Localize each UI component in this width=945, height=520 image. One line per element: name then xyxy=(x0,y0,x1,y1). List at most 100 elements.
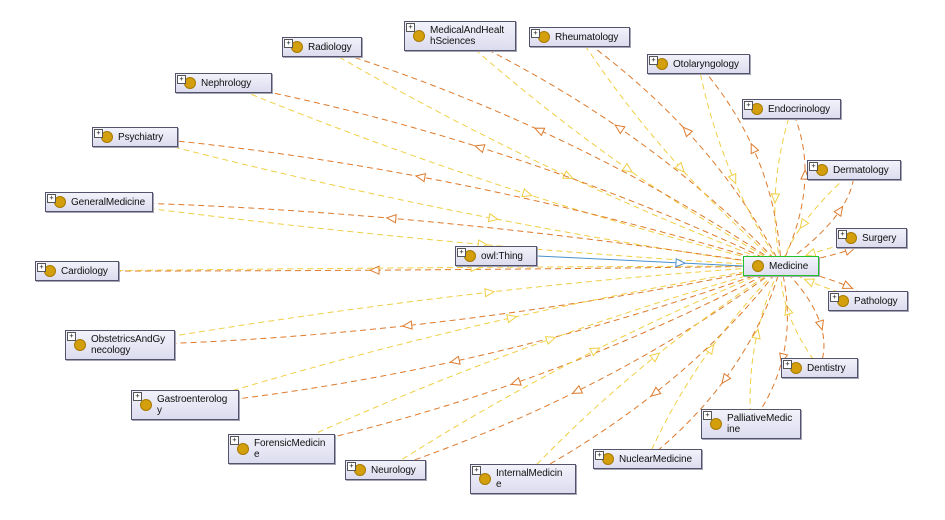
node-label: InternalMedicin e xyxy=(496,468,563,490)
node-label: MedicalAndHealt hSciences xyxy=(430,25,505,47)
edge-outgoing-surgery-arrow-icon xyxy=(804,247,817,257)
graph-node-psychiatry[interactable]: + Psychiatry xyxy=(92,127,178,147)
graph-node-surgery[interactable]: + Surgery xyxy=(836,228,907,248)
graph-node-dentistry[interactable]: + Dentistry xyxy=(781,358,858,378)
edge-incoming-internal-medicine-arrow-icon xyxy=(650,386,662,397)
graph-node-neurology[interactable]: + Neurology xyxy=(345,460,426,480)
edge-incoming-obstetrics-and-gynecology-arrow-icon xyxy=(401,320,413,330)
expand-icon[interactable]: + xyxy=(457,248,466,257)
edge-incoming-dentistry-arrow-icon xyxy=(814,319,824,332)
edge-incoming-cardiology xyxy=(76,265,782,272)
edge-incoming-otolaryngology-arrow-icon xyxy=(750,142,760,155)
edge-incoming-nuclear-medicine xyxy=(647,265,782,460)
edge-incoming-forensic-medicine xyxy=(281,265,782,450)
expand-icon[interactable]: + xyxy=(94,129,103,138)
edge-outgoing-medical-and-health-sciences-arrow-icon xyxy=(621,162,634,173)
expand-icon[interactable]: + xyxy=(783,360,792,369)
graph-node-palliative-medicine[interactable]: + PalliativeMedic ine xyxy=(701,409,801,439)
expand-icon[interactable]: + xyxy=(830,293,839,302)
edge-incoming-otolaryngology xyxy=(698,63,782,267)
expand-icon[interactable]: + xyxy=(133,392,142,401)
expand-icon[interactable]: + xyxy=(649,56,658,65)
expand-icon[interactable]: + xyxy=(230,436,239,445)
class-dot-icon xyxy=(752,260,764,272)
edge-outgoing-palliative-medicine-arrow-icon xyxy=(751,328,761,340)
graph-node-forensic-medicine[interactable]: + ForensicMedicin e xyxy=(228,434,335,464)
expand-icon[interactable]: + xyxy=(809,162,818,171)
edge-incoming-pathology-arrow-icon xyxy=(841,280,854,289)
subclass-arrow-icon xyxy=(675,257,687,268)
graph-node-internal-medicine[interactable]: + InternalMedicin e xyxy=(470,464,576,494)
expand-icon[interactable]: + xyxy=(838,230,847,239)
graph-node-endocrinology[interactable]: + Endocrinology xyxy=(742,99,841,119)
graph-node-cardiology[interactable]: + Cardiology xyxy=(35,261,119,281)
expand-icon[interactable]: + xyxy=(284,39,293,48)
edge-outgoing-pathology-arrow-icon xyxy=(803,278,816,288)
edge-outgoing-endocrinology xyxy=(774,108,792,267)
edge-subclass-owl-thing-medicine xyxy=(536,255,744,267)
expand-icon[interactable]: + xyxy=(472,466,481,475)
edge-outgoing-radiology xyxy=(321,46,782,267)
graph-node-owl-thing[interactable]: + owl:Thing xyxy=(455,246,537,266)
edge-incoming-gastroenterology-arrow-icon xyxy=(449,355,461,365)
node-label: Dentistry xyxy=(807,362,846,374)
node-label: ObstetricsAndGy necology xyxy=(91,334,166,356)
expand-icon[interactable]: + xyxy=(37,263,46,272)
expand-icon[interactable]: + xyxy=(347,462,356,471)
edge-outgoing-medical-and-health-sciences xyxy=(459,35,782,267)
graph-node-nuclear-medicine[interactable]: + NuclearMedicine xyxy=(593,449,702,469)
expand-icon[interactable]: + xyxy=(406,23,415,32)
graph-node-pathology[interactable]: + Pathology xyxy=(828,291,908,311)
node-label: Medicine xyxy=(769,260,809,272)
edge-outgoing-internal-medicine-arrow-icon xyxy=(649,352,661,363)
graph-node-obstetrics-and-gynecology[interactable]: + ObstetricsAndGy necology xyxy=(65,330,175,360)
expand-icon[interactable]: + xyxy=(703,411,712,420)
edge-outgoing-obstetrics-and-gynecology-arrow-icon xyxy=(484,288,496,298)
graph-node-dermatology[interactable]: + Dermatology xyxy=(807,160,901,180)
expand-icon[interactable]: + xyxy=(595,451,604,460)
graph-node-medical-and-health-sciences[interactable]: + MedicalAndHealt hSciences xyxy=(404,21,516,51)
graph-node-medicine[interactable]: Medicine xyxy=(743,256,819,276)
node-label: NuclearMedicine xyxy=(619,453,692,465)
edge-incoming-general-medicine-arrow-icon xyxy=(385,213,397,224)
edge-incoming-general-medicine xyxy=(98,201,782,267)
node-label: ForensicMedicin e xyxy=(254,438,326,460)
edge-incoming-gastroenterology xyxy=(184,265,782,406)
edge-incoming-forensic-medicine-arrow-icon xyxy=(510,376,522,386)
node-label: PalliativeMedic ine xyxy=(727,413,793,435)
graph-node-otolaryngology[interactable]: + Otolaryngology xyxy=(647,54,750,74)
class-dot-icon xyxy=(479,473,491,485)
edge-outgoing-rheumatology xyxy=(579,36,782,267)
expand-icon[interactable]: + xyxy=(67,332,76,341)
edge-incoming-internal-medicine xyxy=(522,265,782,480)
graph-node-nephrology[interactable]: + Nephrology xyxy=(175,73,272,93)
class-dot-icon xyxy=(74,339,86,351)
expand-icon[interactable]: + xyxy=(531,29,540,38)
graph-node-radiology[interactable]: + Radiology xyxy=(282,37,362,57)
edge-incoming-nephrology-arrow-icon xyxy=(473,144,486,154)
node-label: Neurology xyxy=(371,464,416,476)
edge-outgoing-general-medicine xyxy=(98,201,782,267)
edge-incoming-radiology xyxy=(321,46,782,267)
node-label: Surgery xyxy=(862,232,897,244)
edge-outgoing-neurology xyxy=(385,265,782,471)
edge-outgoing-obstetrics-and-gynecology xyxy=(119,265,782,346)
edge-outgoing-nephrology xyxy=(223,82,782,267)
graph-node-gastroenterology[interactable]: + Gastroenterolog y xyxy=(131,390,239,420)
edge-outgoing-forensic-medicine-arrow-icon xyxy=(544,336,557,346)
graph-node-rheumatology[interactable]: + Rheumatology xyxy=(529,27,630,47)
edge-incoming-psychiatry xyxy=(134,136,782,267)
edge-outgoing-nephrology-arrow-icon xyxy=(521,188,533,198)
node-label: Otolaryngology xyxy=(673,58,739,70)
expand-icon[interactable]: + xyxy=(47,194,56,203)
edge-incoming-rheumatology-arrow-icon xyxy=(682,126,694,138)
edge-outgoing-forensic-medicine xyxy=(281,265,782,450)
edge-outgoing-nuclear-medicine xyxy=(647,265,782,460)
node-label: Endocrinology xyxy=(768,103,831,115)
expand-icon[interactable]: + xyxy=(744,101,753,110)
edge-incoming-obstetrics-and-gynecology xyxy=(119,265,782,346)
graph-node-general-medicine[interactable]: + GeneralMedicine xyxy=(45,192,153,212)
expand-icon[interactable]: + xyxy=(177,75,186,84)
edge-incoming-neurology xyxy=(385,265,782,471)
edge-incoming-rheumatology xyxy=(579,36,782,267)
